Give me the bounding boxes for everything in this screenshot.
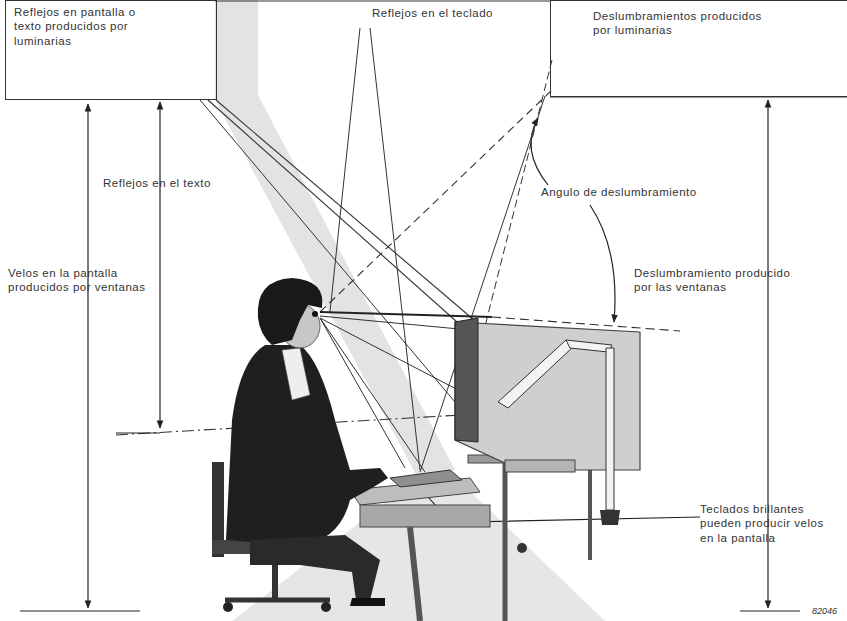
reflection-ray [370, 28, 420, 470]
box-label: Deslumbramientos producidos por luminari… [593, 9, 775, 38]
person-body [226, 345, 388, 546]
sight-line [320, 312, 492, 317]
person-hair [258, 278, 323, 345]
lamp-arm [498, 340, 575, 408]
person-eye [312, 311, 318, 317]
ceiling-line [215, 1, 550, 2]
luminaire-box: Reflejos en pantalla o texto producidos … [5, 0, 217, 100]
table-leg [410, 527, 420, 621]
dimension-arrow [159, 102, 160, 428]
annotation-label: Velos en la pantalla producidos por vent… [8, 266, 160, 295]
table-leg [503, 463, 508, 621]
annotation-label: Teclados brillantes pueden producir velo… [700, 502, 832, 545]
lamp-arm [606, 348, 614, 510]
luminaire-box: Deslumbramientos producidos por luminari… [550, 0, 847, 97]
monitor-base [505, 460, 575, 472]
box-label: Reflejos en pantalla o texto producidos … [14, 5, 146, 48]
sight-line [320, 316, 470, 330]
person-shoe [350, 598, 385, 606]
floor-line [740, 611, 800, 612]
monitor-screen [455, 318, 478, 442]
reflection-ray [330, 28, 360, 312]
person-legs [250, 535, 380, 600]
dimension-tick [116, 433, 160, 434]
dimension-arrow [87, 104, 88, 608]
glare-ray [320, 90, 552, 312]
annotation-label: Reflejos en el texto [103, 176, 211, 190]
keyboard-tray [360, 505, 490, 527]
figure-number: 82046 [812, 606, 837, 617]
chair-base [225, 598, 330, 603]
annotation-label: Angulo de deslumbramiento [541, 185, 697, 199]
keyboard [390, 470, 462, 487]
annotation-label: Reflejos en el teclado [372, 6, 493, 20]
floor-line [20, 611, 140, 612]
reflection-ray [216, 100, 474, 320]
lamp-clamp [600, 510, 620, 525]
angle-arrow [531, 118, 548, 185]
chair-wheel [321, 602, 331, 612]
annotation-label: Deslumbramiento producido por las ventan… [634, 266, 806, 295]
table-leg [588, 463, 592, 560]
chair-wheel [223, 602, 233, 612]
reflection-ray [200, 100, 455, 402]
reflection-ray [208, 100, 466, 330]
knob [517, 543, 527, 553]
person-shirt [282, 348, 310, 400]
lamp-arm [566, 340, 612, 352]
angle-arrow [590, 205, 615, 322]
